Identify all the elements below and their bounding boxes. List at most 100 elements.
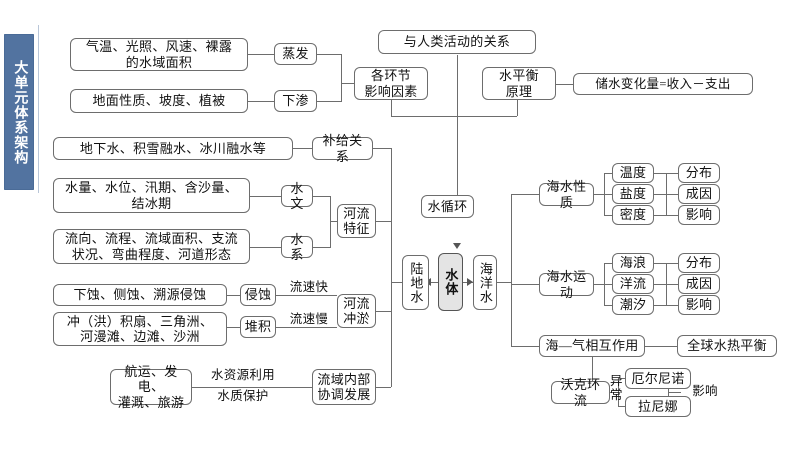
node-human-relation[interactable]: 与人类活动的关系 — [378, 30, 536, 54]
node-supply-relation[interactable]: 补给关系 — [312, 133, 373, 164]
node-evaporation-factors[interactable]: 气温、光照、风速、裸露 的水域面积 — [70, 38, 248, 71]
label-slow-flow: 流速慢 — [289, 312, 329, 326]
node-temperature[interactable]: 温度 — [612, 163, 654, 183]
label-influence: 影响 — [692, 384, 718, 398]
connector-bus-to-cause2 — [666, 284, 678, 285]
connector-waterbody-to-landwater — [429, 282, 438, 283]
connector-props-to-density — [604, 215, 612, 216]
connector-airsea-to-globalbalance — [645, 346, 677, 347]
connector-props-to-salinity — [604, 194, 612, 195]
node-currents[interactable]: 洋流 — [612, 274, 654, 294]
node-cause-motion[interactable]: 成因 — [678, 274, 720, 294]
connector-bus-to-dist2 — [666, 263, 678, 264]
connector-riverfeatures-to-bus — [376, 221, 391, 222]
node-water-cycle[interactable]: 水循环 — [421, 195, 474, 218]
connector-motion-to-tides — [604, 305, 612, 306]
connector-motion-stem — [594, 284, 604, 285]
node-salinity[interactable]: 盐度 — [612, 184, 654, 204]
connector-enso-left-bus — [618, 378, 619, 406]
node-air-sea-interaction[interactable]: 海—气相互作用 — [539, 335, 645, 357]
node-drainage[interactable]: 水系 — [281, 232, 313, 262]
arrow-watercycle-to-waterbody — [453, 243, 461, 249]
node-seawater-properties[interactable]: 海水性质 — [539, 179, 594, 210]
connector-motion-to-currents — [604, 284, 612, 285]
connector-evapfactors-to-evaporation — [248, 54, 274, 55]
node-river-scour[interactable]: 河流 冲淤 — [337, 294, 376, 328]
connector-bus-to-influence — [668, 392, 681, 393]
node-walker-circulation[interactable]: 沃克环流 — [551, 377, 610, 408]
connector-walker-to-anomaly — [610, 392, 614, 393]
node-balance-formula[interactable]: 储水变化量=收入－支出 — [573, 73, 753, 95]
connector-bus-to-cause1 — [666, 194, 678, 195]
node-la-nina[interactable]: 拉尼娜 — [625, 396, 691, 417]
node-basin-development[interactable]: 流域内部 协调发展 — [312, 369, 376, 405]
connector-leftbus-to-lanina — [618, 406, 625, 407]
unit-banner: 大单元体系架构 — [4, 34, 34, 190]
connector-usageitems-to-basindev — [192, 387, 312, 388]
connector-waterbalance-down — [517, 100, 518, 116]
connector-motion-to-waves — [604, 263, 612, 264]
node-link-factors[interactable]: 各环节 影响因素 — [354, 67, 428, 100]
connector-airsea-to-walker — [592, 357, 593, 382]
connector-bus-to-airsea — [511, 346, 539, 347]
connector-bus-to-linkfactors — [341, 83, 354, 84]
node-ocean-water[interactable]: 海洋水 — [473, 255, 497, 310]
connector-bus-to-dist1 — [666, 173, 678, 174]
connector-oceanwater-to-bus — [497, 282, 511, 283]
node-erosion-items[interactable]: 下蚀、侧蚀、溯源侵蚀 — [53, 284, 227, 306]
banner-divider-rule — [38, 25, 39, 193]
connector-waterbalance-to-formula — [556, 84, 573, 85]
node-density[interactable]: 密度 — [612, 205, 654, 225]
node-distribution-properties[interactable]: 分布 — [678, 163, 720, 183]
connector-bus-to-effect1 — [666, 215, 678, 216]
connector-hydrology-right — [313, 196, 330, 197]
connector-supplyrelation-to-bus — [373, 148, 391, 149]
node-hydrology[interactable]: 水文 — [281, 181, 313, 211]
node-waves[interactable]: 海浪 — [612, 253, 654, 273]
connector-drainitems-to-drainage — [250, 247, 281, 248]
node-deposition-items[interactable]: 冲（洪）积扇、三角洲、 河漫滩、边滩、沙洲 — [53, 312, 227, 346]
connector-bus-to-riverfeatures — [330, 221, 337, 222]
node-supply-sources[interactable]: 地下水、积雪融水、冰川融水等 — [53, 137, 293, 160]
connector-bus-to-seawaterprops — [511, 194, 539, 195]
node-infiltration[interactable]: 下渗 — [274, 90, 317, 112]
label-water-use: 水资源利用 — [210, 368, 275, 382]
label-water-protection: 水质保护 — [217, 389, 269, 403]
node-el-nino[interactable]: 厄尔尼诺 — [625, 368, 691, 389]
connector-basindev-to-bus — [376, 387, 391, 388]
connector-deposition-to-scour — [276, 327, 337, 328]
node-water-body[interactable]: 水体 — [438, 253, 463, 311]
connector-riverscour-to-bus — [376, 311, 391, 312]
node-cause-properties[interactable]: 成因 — [678, 184, 720, 204]
node-hydrology-items[interactable]: 水量、水位、汛期、含沙量、 结冰期 — [53, 178, 250, 213]
node-usage-items[interactable]: 航运、发电、 灌溉、旅游 — [110, 364, 192, 410]
node-effect-motion[interactable]: 影响 — [678, 295, 720, 315]
connector-infilfactors-to-infiltration — [248, 101, 274, 102]
node-global-heat-balance[interactable]: 全球水热平衡 — [677, 335, 777, 357]
node-evaporation[interactable]: 蒸发 — [274, 43, 317, 65]
node-effect-properties[interactable]: 影响 — [678, 205, 720, 225]
connector-tides-right — [654, 305, 666, 306]
connector-density-right — [654, 215, 666, 216]
node-seawater-motion[interactable]: 海水运动 — [539, 269, 594, 300]
node-tides[interactable]: 潮汐 — [612, 295, 654, 315]
node-river-features[interactable]: 河流 特征 — [337, 204, 376, 238]
connector-supplysources-to-supplyrelation — [293, 148, 312, 149]
node-deposition[interactable]: 堆积 — [240, 316, 276, 338]
connector-temperature-right — [654, 173, 666, 174]
connector-waves-right — [654, 263, 666, 264]
node-land-water[interactable]: 陆地水 — [402, 255, 429, 310]
connector-salinity-right — [654, 194, 666, 195]
node-drainage-items[interactable]: 流向、流程、流域面积、支流 状况、弯曲程度、河道形态 — [53, 229, 250, 264]
node-distribution-motion[interactable]: 分布 — [678, 253, 720, 273]
arrow-to-oceanwater — [467, 278, 473, 286]
node-water-balance[interactable]: 水平衡 原理 — [482, 67, 556, 100]
connector-currents-right — [654, 284, 666, 285]
node-infiltration-factors[interactable]: 地面性质、坡度、植被 — [70, 89, 248, 113]
connector-hydroitems-to-hydrology — [250, 196, 281, 197]
node-erosion[interactable]: 侵蚀 — [240, 284, 276, 306]
connector-erosion-to-scour — [276, 295, 337, 296]
connector-ocean-vertical-bus — [511, 194, 512, 346]
connector-leftbus-to-elnino — [618, 378, 625, 379]
